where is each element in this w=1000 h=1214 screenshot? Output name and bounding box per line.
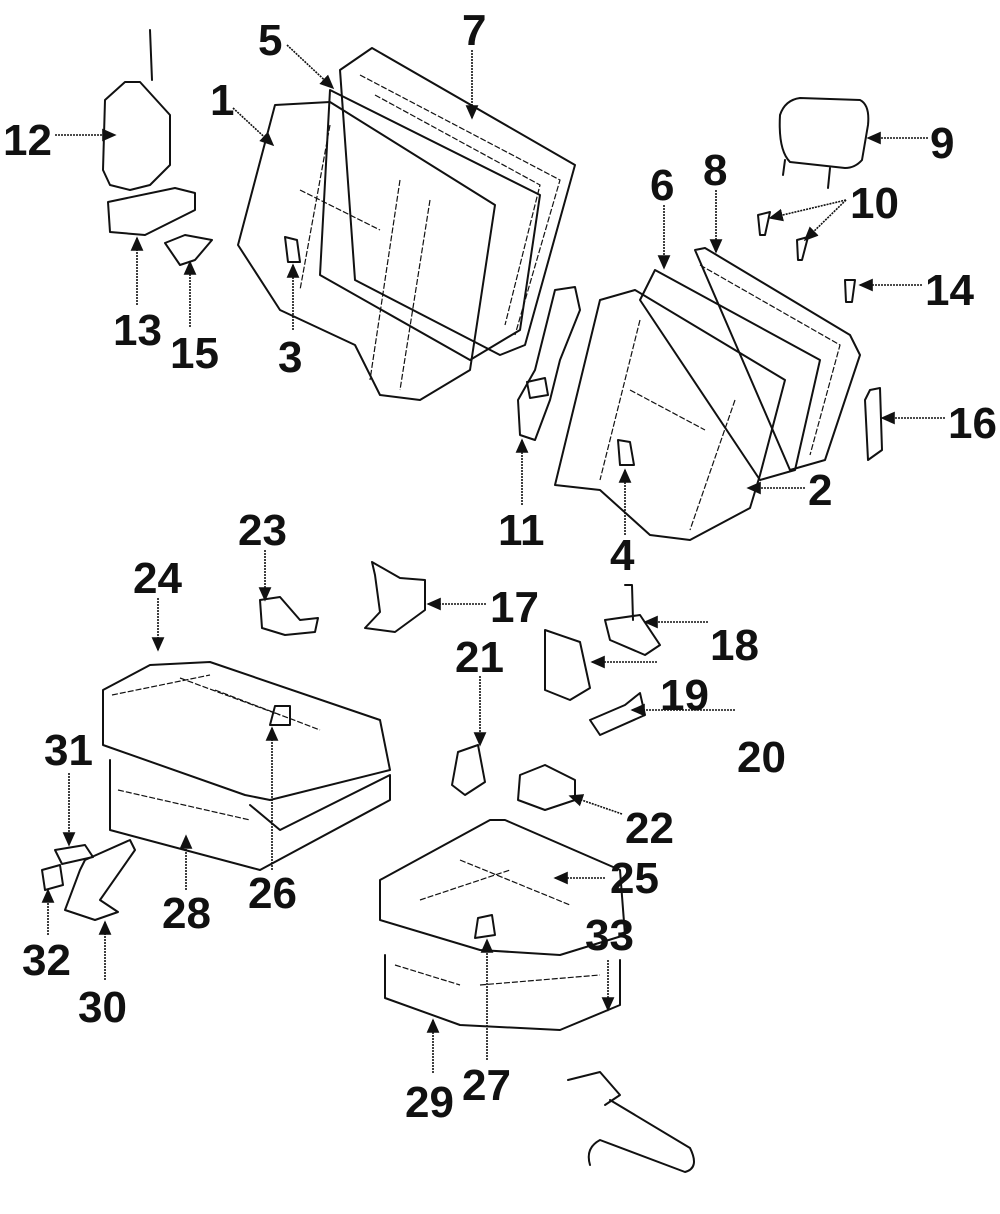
leader-22 <box>568 794 623 815</box>
callout-15: 15 <box>170 329 219 378</box>
part-24-left-cushion-cover <box>102 661 391 801</box>
callout-11: 11 <box>498 506 545 555</box>
callout-10: 10 <box>850 179 899 228</box>
callout-28: 28 <box>162 889 211 938</box>
part-26-tag <box>269 705 291 726</box>
part-18-release-bracket <box>604 584 661 656</box>
callout-1: 1 <box>210 76 234 125</box>
part-5-left-back-pad <box>319 89 541 361</box>
part-27-tag <box>474 914 496 939</box>
callout-26: 26 <box>248 869 297 918</box>
callout-30: 30 <box>78 983 127 1032</box>
callout-2: 2 <box>808 466 832 515</box>
callout-labels: 1 2 3 4 5 6 7 8 9 10 11 12 13 14 15 16 1… <box>3 6 997 1127</box>
callout-4: 4 <box>610 531 635 580</box>
callout-3: 3 <box>278 333 302 382</box>
callout-29: 29 <box>405 1078 454 1127</box>
callout-33: 33 <box>585 911 634 960</box>
part-15-bezel <box>164 234 213 266</box>
part-25-right-cushion-cover <box>379 819 626 956</box>
leader-10a <box>768 199 847 222</box>
leader-10b <box>803 199 847 242</box>
part-2-right-back-cover <box>554 289 786 541</box>
leader-5 <box>286 44 335 90</box>
part-30-side-bracket <box>64 839 136 921</box>
part-16-trim <box>864 387 883 461</box>
part-13-latch-cover <box>107 187 196 236</box>
callout-9: 9 <box>930 119 954 168</box>
part-28-left-cushion-pad <box>109 759 391 871</box>
part-10-guide-b <box>796 236 809 261</box>
part-17-bracket <box>364 561 426 633</box>
callout-32: 32 <box>22 936 71 985</box>
part-20-hinge <box>589 692 646 736</box>
part-14-guide <box>844 279 856 303</box>
part-12-latch <box>102 29 171 191</box>
callout-22: 22 <box>625 804 674 853</box>
callout-17: 17 <box>490 583 539 632</box>
callout-14: 14 <box>925 266 974 315</box>
part-8-right-back-frame <box>694 247 861 471</box>
callout-12: 12 <box>3 116 52 165</box>
callout-7: 7 <box>462 6 486 55</box>
callout-27: 27 <box>462 1061 511 1110</box>
part-10-guide-a <box>757 211 771 236</box>
part-4-tag <box>617 439 635 466</box>
part-23-hook <box>259 596 319 636</box>
callout-20: 20 <box>737 733 786 782</box>
callout-5: 5 <box>258 16 282 65</box>
callout-19: 19 <box>660 671 709 720</box>
callout-16: 16 <box>948 399 997 448</box>
callout-8: 8 <box>703 146 727 195</box>
part-11-hinge-bracket <box>517 286 581 441</box>
part-3-tag <box>284 236 301 263</box>
callout-21: 21 <box>455 633 504 682</box>
callout-25: 25 <box>610 854 659 903</box>
leader-lines <box>41 44 945 1073</box>
part-21-striker <box>451 744 486 796</box>
callout-18: 18 <box>710 621 759 670</box>
part-31-pad <box>54 844 94 865</box>
part-33-strap <box>567 1071 695 1173</box>
part-22-latch-bracket <box>517 764 576 811</box>
leader-1 <box>232 107 275 147</box>
part-7-left-back-frame <box>339 47 576 356</box>
part-9-headrest <box>778 97 870 189</box>
callout-13: 13 <box>113 306 162 355</box>
callout-6: 6 <box>650 161 674 210</box>
part-29-right-cushion-pad <box>384 954 621 1031</box>
callout-24: 24 <box>133 554 182 603</box>
part-32-bumper <box>41 864 64 891</box>
part-1-left-back-cover <box>237 101 496 401</box>
callout-31: 31 <box>44 726 93 775</box>
callout-23: 23 <box>238 506 287 555</box>
part-19-bracket-plate <box>544 629 591 701</box>
